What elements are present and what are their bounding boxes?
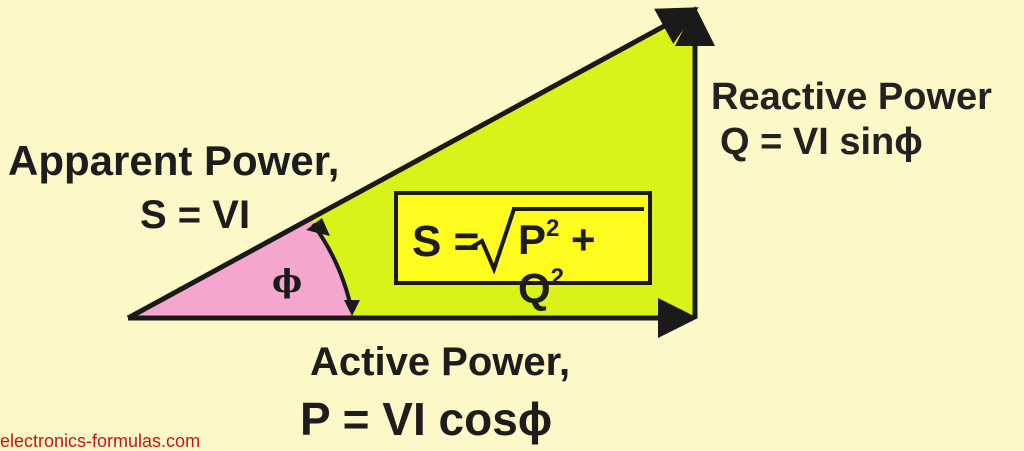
reactive-power-formula: Q = VI sinϕ [720, 121, 923, 163]
apparent-power-vector [126, 7, 699, 321]
formula-p-exponent: 2 [546, 215, 560, 242]
formula-p-term: P [518, 216, 547, 263]
apparent-power-title: Apparent Power, [8, 137, 340, 184]
active-power-formula: P = VI cosϕ [300, 393, 553, 445]
source-watermark: electronics-formulas.com [0, 431, 201, 451]
apparent-power-formula-box: S = P2 + Q2 [394, 191, 652, 312]
formula-q-exponent: 2 [550, 264, 565, 291]
angle-arc-arrowhead-bottom [344, 300, 360, 316]
formula-rhs: P2 + Q2 [518, 215, 648, 313]
reactive-power-title: Reactive Power [711, 76, 992, 118]
square-root-overline [512, 207, 644, 211]
apparent-power-formula: S = VI [140, 193, 251, 237]
angle-arc-arrowhead-top [306, 218, 330, 236]
formula-q-term: Q [518, 265, 551, 312]
formula-plus: + [559, 216, 596, 263]
angle-wedge [128, 218, 352, 318]
angle-phi-label: ϕ [272, 262, 303, 300]
square-root-sign-icon [470, 208, 516, 275]
formula-lhs: S = [412, 217, 480, 266]
active-power-title: Active Power, [310, 340, 571, 384]
